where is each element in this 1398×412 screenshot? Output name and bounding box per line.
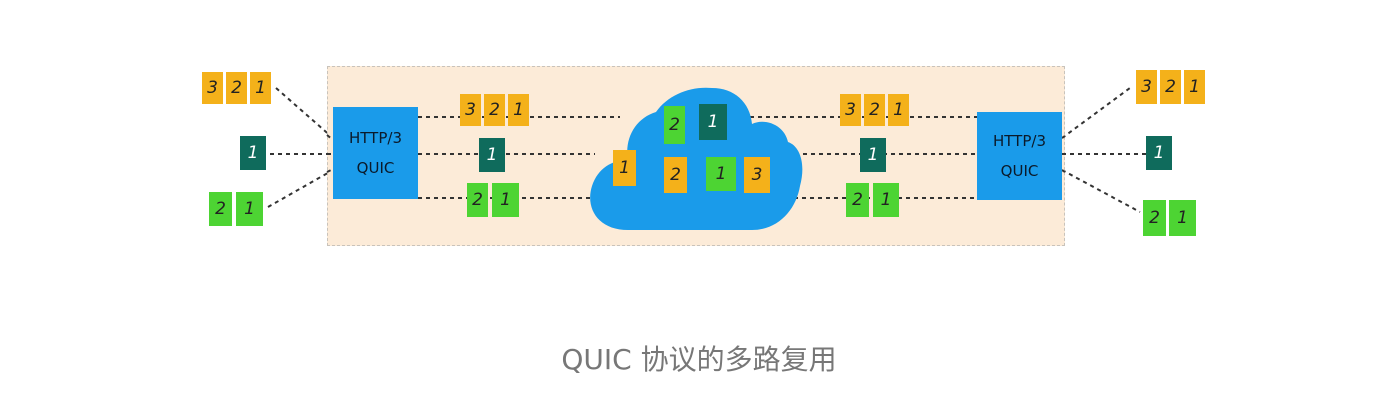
left-http3-quic-box: HTTP/3 QUIC <box>333 107 418 199</box>
mid-left-yellow-packet-3: 3 <box>460 94 481 126</box>
cloud-packet-green-2: 2 <box>664 106 685 144</box>
right-http3-quic-box: HTTP/3 QUIC <box>977 112 1062 200</box>
cloud-packet-yellow-1: 1 <box>613 150 636 186</box>
link-right-yellow <box>1061 87 1131 139</box>
left-stream-yellow-packet-3: 3 <box>202 72 223 104</box>
left-box-line1: HTTP/3 <box>349 129 402 147</box>
cloud-packet-green-1: 1 <box>706 157 736 191</box>
left-box-line2: QUIC <box>356 159 395 177</box>
cloud-packet-dark-1: 1 <box>699 104 727 140</box>
mid-left-yellow-packet-2: 2 <box>484 94 505 126</box>
mid-right-yellow-packet-2: 2 <box>864 94 885 126</box>
right-stream-yellow-packet-1: 1 <box>1184 70 1205 104</box>
mid-left-dark-packet-1: 1 <box>479 138 505 172</box>
mid-left-green-packet-1: 1 <box>492 183 519 217</box>
mid-right-green-packet-1: 1 <box>873 183 899 217</box>
right-box-line2: QUIC <box>1000 162 1039 180</box>
cloud-packet-yellow-2: 2 <box>664 157 687 193</box>
left-stream-green-packet-1: 1 <box>236 192 263 226</box>
right-stream-yellow-packet-3: 3 <box>1136 70 1157 104</box>
link-right-green <box>1061 169 1141 213</box>
mid-right-yellow-packet-1: 1 <box>888 94 909 126</box>
right-stream-dark-packet-1: 1 <box>1146 136 1172 170</box>
right-stream-green-packet-1: 1 <box>1169 200 1196 236</box>
diagram-caption: QUIC 协议的多路复用 <box>561 343 837 376</box>
left-stream-yellow-packet-1: 1 <box>250 72 271 104</box>
mid-right-dark-packet-1: 1 <box>860 138 886 172</box>
mid-left-green-packet-2: 2 <box>467 183 488 217</box>
right-stream-yellow-packet-2: 2 <box>1160 70 1181 104</box>
mid-left-yellow-packet-1: 1 <box>508 94 529 126</box>
cloud-packet-yellow-3: 3 <box>744 157 770 193</box>
left-stream-dark-packet-1: 1 <box>240 136 266 170</box>
mid-right-yellow-packet-3: 3 <box>840 94 861 126</box>
left-stream-green-packet-2: 2 <box>209 192 232 226</box>
right-stream-green-packet-2: 2 <box>1143 200 1166 236</box>
right-box-line1: HTTP/3 <box>993 132 1046 150</box>
left-stream-yellow-packet-2: 2 <box>226 72 247 104</box>
mid-right-green-packet-2: 2 <box>846 183 869 217</box>
network-cloud <box>590 87 803 230</box>
